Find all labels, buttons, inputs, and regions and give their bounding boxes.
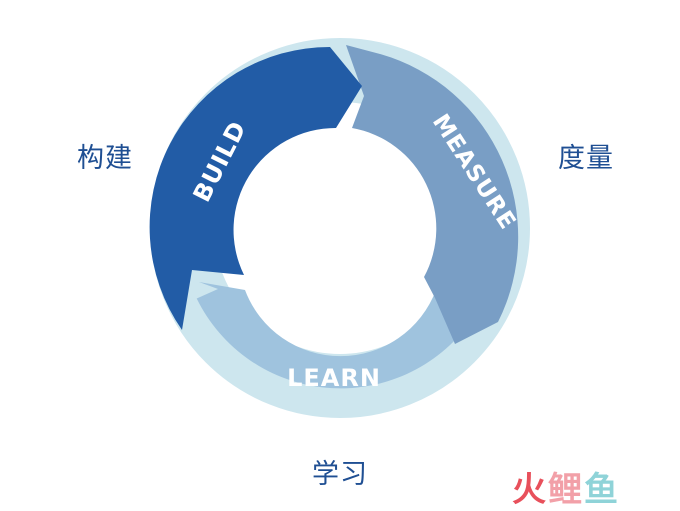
build-arrow xyxy=(149,46,362,330)
learn-arrow xyxy=(196,282,470,389)
measure-arrow xyxy=(346,45,519,344)
measure-chinese-label: 度量 xyxy=(558,143,614,174)
build-chinese-label: 构建 xyxy=(77,143,133,174)
learn-chinese-label: 学习 xyxy=(312,459,368,490)
watermark-char-3: 鱼 xyxy=(584,470,620,510)
watermark-char-1: 火 xyxy=(512,470,548,510)
learn-stage-label: LEARN xyxy=(287,364,381,392)
watermark-logo: 火鲤鱼 xyxy=(512,462,620,511)
watermark-char-2: 鲤 xyxy=(548,470,584,510)
